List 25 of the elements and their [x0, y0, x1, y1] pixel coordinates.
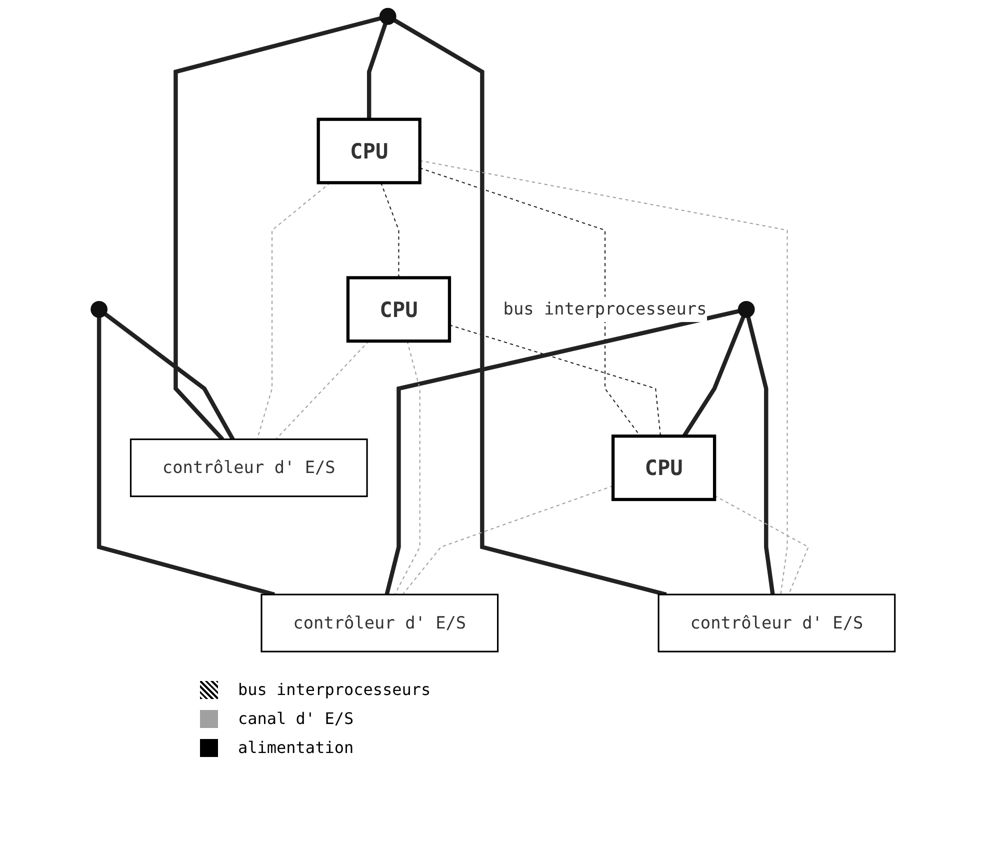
legend-label: canal d' E/S: [238, 709, 354, 728]
node-box: CPU: [346, 276, 452, 343]
connector: [384, 309, 740, 596]
edge-label: bus interprocesseurs: [503, 298, 707, 319]
connector: [275, 340, 370, 440]
connector: [174, 16, 381, 441]
node-box: contrôleur d' E/S: [260, 594, 499, 652]
connector: [380, 182, 400, 278]
legend-label: alimentation: [238, 738, 354, 757]
connector: [449, 324, 662, 436]
connector: [420, 160, 788, 595]
connector: [394, 18, 667, 597]
legend-label: bus interprocesseurs: [238, 680, 431, 699]
node-circle: [90, 300, 108, 318]
connector: [366, 23, 388, 120]
node-box: CPU: [316, 118, 422, 184]
node-box: contrôleur d' E/S: [658, 594, 896, 652]
node-box: contrôleur d' E/S: [130, 438, 368, 498]
node-box: CPU: [611, 434, 716, 502]
connector: [746, 316, 775, 595]
connector: [104, 312, 235, 440]
node-circle: [379, 8, 396, 25]
connector: [402, 485, 614, 595]
connector: [394, 340, 420, 595]
node-circle: [738, 300, 755, 318]
